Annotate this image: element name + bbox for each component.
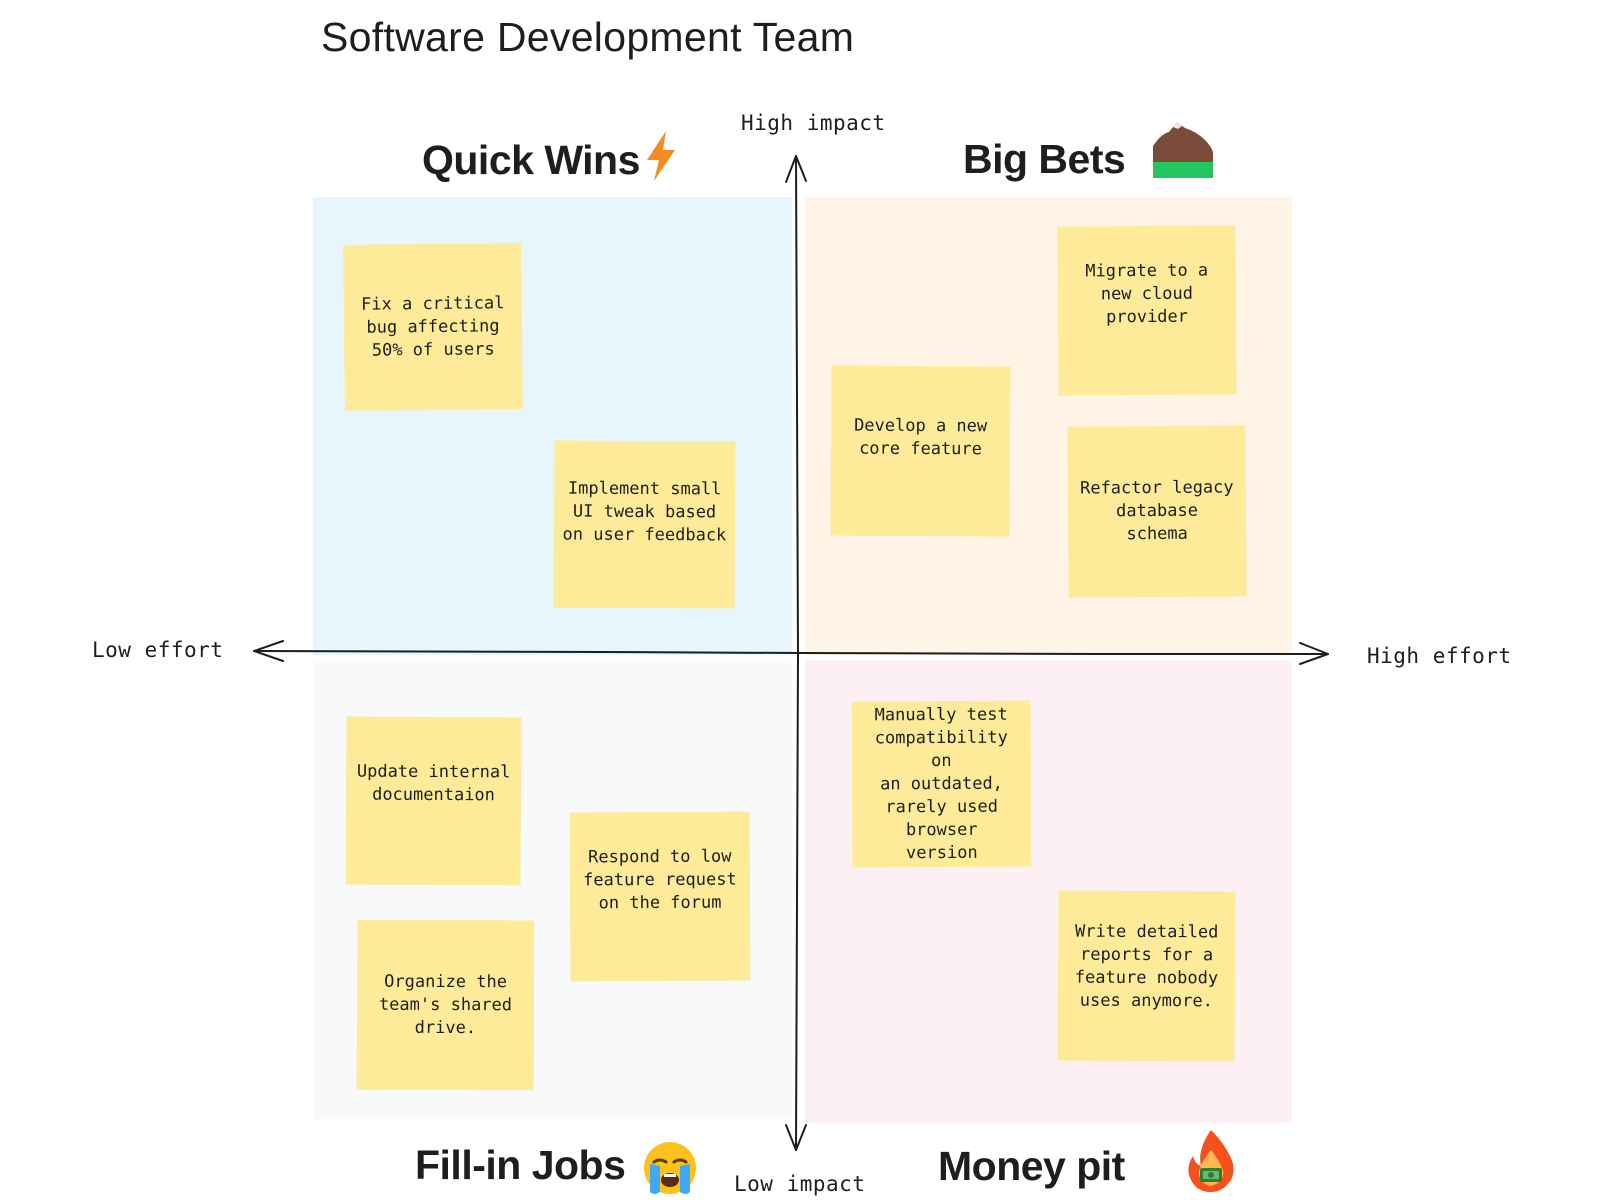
quadrant-title-fill-in-jobs: Fill-in Jobs xyxy=(415,1142,626,1188)
quadrant-title-big-bets: Big Bets xyxy=(963,136,1126,182)
sticky-note[interactable]: Organize the team's shared drive. xyxy=(356,919,535,1091)
crying-face-icon xyxy=(644,1142,696,1194)
quadrant-title-money-pit: Money pit xyxy=(938,1143,1125,1189)
sticky-note[interactable]: Fix a critical bug affecting 50% of user… xyxy=(343,243,523,411)
axis-label-high-impact: High impact xyxy=(741,111,886,135)
sticky-note[interactable]: Respond to low feature request on the fo… xyxy=(569,811,751,982)
axis-label-low-impact: Low impact xyxy=(734,1172,866,1196)
vertical-axis-arrow-bottom xyxy=(785,1124,807,1151)
sticky-note[interactable]: Update internal documentaion xyxy=(345,716,522,886)
lightning-icon xyxy=(647,131,675,181)
fire-money-icon xyxy=(1188,1130,1234,1192)
sticky-note[interactable]: Migrate to a new cloud provider xyxy=(1057,225,1237,396)
sticky-note[interactable]: Implement small UI tweak based on user f… xyxy=(553,440,736,609)
mountain-icon xyxy=(1153,122,1213,178)
sticky-note[interactable]: Refactor legacy database schema xyxy=(1067,425,1247,598)
horizontal-axis-arrow-left xyxy=(253,640,284,662)
vertical-axis-line xyxy=(795,155,799,1151)
vertical-axis-arrow-top xyxy=(785,155,807,183)
sticky-note[interactable]: Manually test compatibility on an outdat… xyxy=(851,700,1032,868)
axis-label-low-effort: Low effort xyxy=(92,638,224,662)
horizontal-axis-arrow-right xyxy=(1299,642,1329,665)
sticky-note[interactable]: Write detailed reports for a feature nob… xyxy=(1057,890,1236,1062)
page-title: Software Development Team xyxy=(321,14,855,60)
sticky-note[interactable]: Develop a new core feature xyxy=(830,365,1011,537)
axis-label-high-effort: High effort xyxy=(1367,644,1512,668)
quadrant-title-quick-wins: Quick Wins xyxy=(422,137,640,183)
